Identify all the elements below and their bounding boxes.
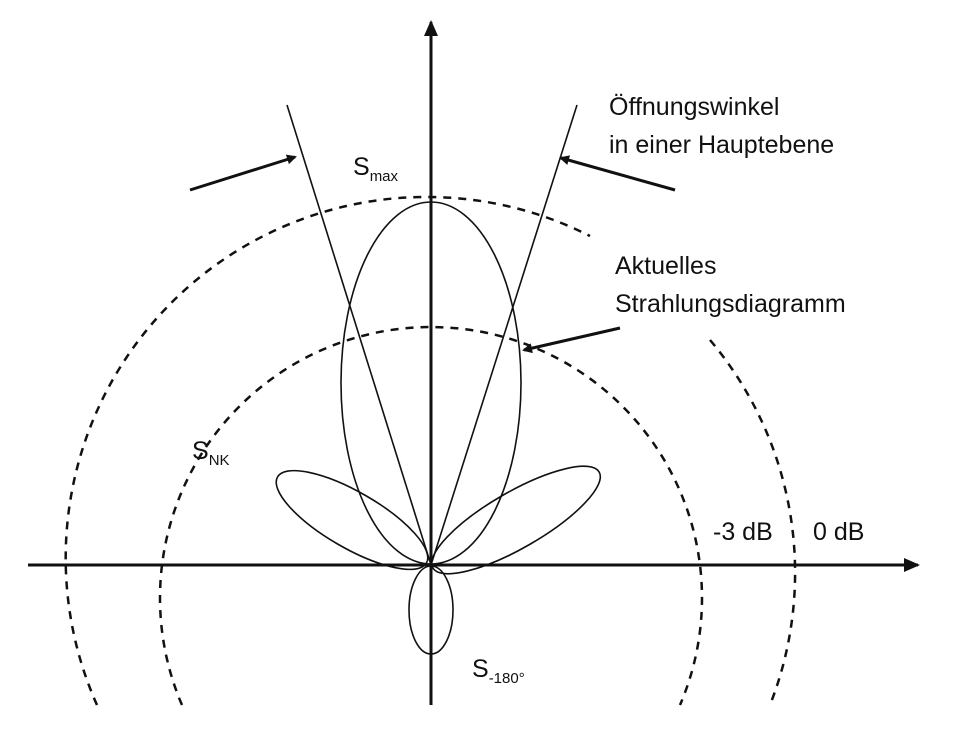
pattern-arrow	[522, 326, 621, 354]
side-lobe-left	[275, 469, 429, 571]
s-nk-label: SNK	[192, 437, 230, 469]
beamwidth-line-left	[286, 104, 432, 566]
side-lobe-right	[430, 465, 602, 575]
beamwidth-arrow-right	[559, 155, 676, 192]
minus3db-circle	[158, 325, 704, 706]
opening-angle-label-line1: Öffnungswinkel	[609, 93, 779, 121]
beamwidth-line-right	[430, 104, 578, 566]
current-pattern-label-line1: Aktuelles	[615, 252, 716, 280]
current-pattern-label-line2: Strahlungsdiagramm	[615, 290, 846, 318]
zero-db-circle	[64, 195, 591, 706]
back-lobe	[408, 565, 454, 655]
beamwidth-arrow-left	[189, 154, 297, 192]
s-max-label: Smax	[353, 153, 399, 185]
zero-db-label: 0 dB	[813, 518, 864, 546]
s-back-label: S-180°	[472, 655, 525, 687]
minus3db-label: -3 dB	[713, 518, 773, 546]
zero-db-circle-right-arc	[709, 339, 797, 706]
opening-angle-label-line2: in einer Hauptebene	[609, 131, 834, 159]
